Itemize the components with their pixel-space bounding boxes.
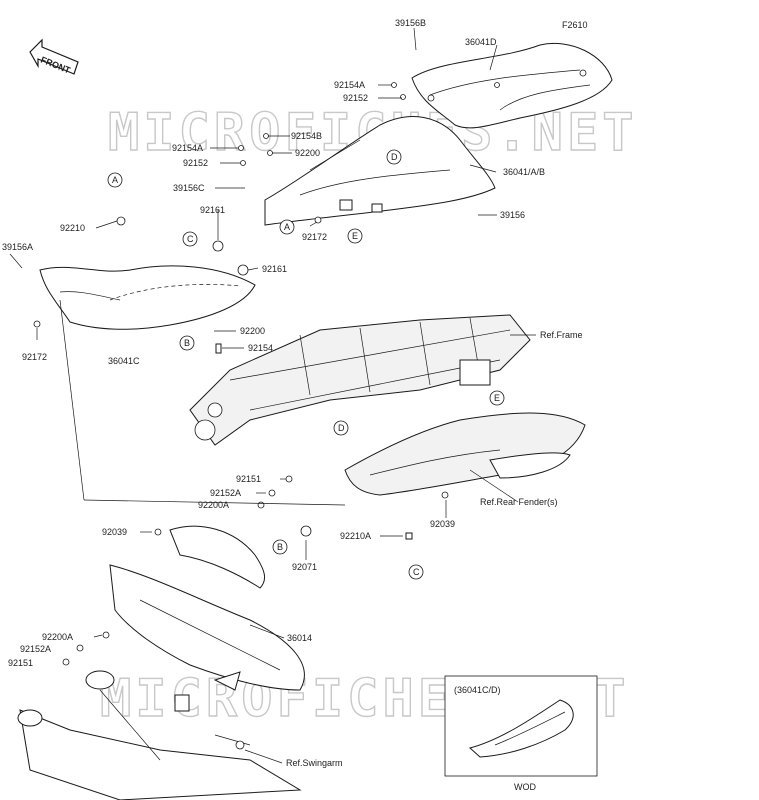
inset-title: (36041C/D)	[454, 685, 501, 695]
label-92200a-b: 92200A	[42, 632, 73, 642]
figure-code: F2610	[562, 20, 588, 30]
label-92210a: 92210A	[340, 531, 371, 541]
side-cover-36041c	[39, 265, 256, 330]
label-92200-mid: 92200	[240, 326, 265, 336]
leader-lines	[9, 27, 536, 764]
front-arrow-icon: FRONT	[29, 38, 79, 76]
frame-assembly	[189, 314, 531, 446]
label-92200a-a: 92200A	[198, 500, 229, 510]
label-92210: 92210	[60, 223, 85, 233]
label-ref-swingarm: Ref.Swingarm	[286, 758, 343, 768]
label-92161-a: 92161	[200, 205, 225, 215]
label-92039-b: 92039	[430, 519, 455, 529]
label-92071: 92071	[292, 562, 317, 572]
label-ref-rear-fender: Ref.Rear Fender(s)	[480, 497, 558, 507]
label-39156a: 39156A	[2, 242, 33, 252]
rear-fender-assembly	[344, 412, 586, 499]
label-92151-b: 92151	[8, 658, 33, 668]
callout-a-1: A	[112, 175, 118, 185]
callout-b-1: B	[184, 338, 190, 348]
chain-cover-36014	[109, 525, 305, 691]
part-labels: 39156B 36041D 92154A 92152 92154B 92154A…	[2, 18, 583, 768]
callout-a-2: A	[284, 222, 290, 232]
callout-c-1: C	[187, 234, 194, 244]
label-92172-mid: 92172	[302, 232, 327, 242]
label-ref-frame: Ref.Frame	[540, 330, 583, 340]
callout-e-2: E	[494, 393, 500, 403]
swingarm	[17, 670, 302, 800]
label-92154: 92154	[248, 343, 273, 353]
label-92154a-top: 92154A	[334, 80, 365, 90]
label-36041d: 36041D	[465, 37, 497, 47]
label-92161-b: 92161	[262, 264, 287, 274]
label-92152: 92152	[183, 158, 208, 168]
label-92200-top: 92200	[295, 148, 320, 158]
callout-d-1: D	[391, 152, 398, 162]
label-92154a: 92154A	[172, 143, 203, 153]
label-92151-a: 92151	[236, 474, 261, 484]
label-39156b: 39156B	[395, 18, 426, 28]
label-92154b: 92154B	[291, 131, 322, 141]
callout-d-2: D	[338, 423, 345, 433]
label-39156c: 39156C	[173, 183, 205, 193]
inset-box: (36041C/D) WOD	[444, 675, 598, 792]
label-36041c: 36041C	[108, 356, 140, 366]
label-92039-a: 92039	[102, 527, 127, 537]
label-36014: 36014	[287, 633, 312, 643]
callout-e-1: E	[352, 231, 358, 241]
inset-caption: WOD	[514, 782, 536, 792]
label-92152a-b: 92152A	[20, 644, 51, 654]
callout-b-2: B	[277, 542, 283, 552]
tail-cover-36041d	[411, 43, 613, 129]
callout-c-2: C	[413, 567, 420, 577]
seat-cowl-36041ab	[264, 116, 496, 226]
label-36041ab: 36041/A/B	[503, 167, 545, 177]
label-39156: 39156	[500, 210, 525, 220]
label-92172: 92172	[22, 352, 47, 362]
callouts: A A B B C C D D E E	[107, 149, 505, 580]
label-92152a-a: 92152A	[210, 488, 241, 498]
label-92152-top: 92152	[343, 93, 368, 103]
